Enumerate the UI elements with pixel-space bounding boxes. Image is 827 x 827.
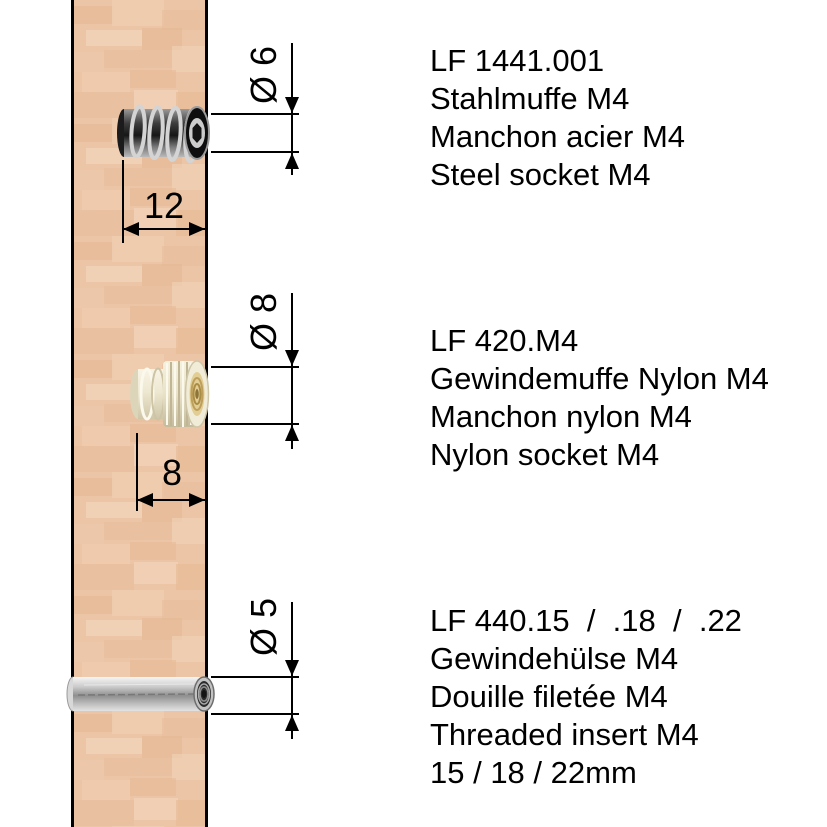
- dim-d8-extension-bottom: [211, 423, 299, 425]
- product-name-en: Threaded insert M4: [430, 717, 699, 752]
- dim-d8-line: [291, 293, 293, 449]
- dim-8-arrow-right: [189, 493, 205, 507]
- dim-12-line: [123, 228, 205, 230]
- product-name-de: Gewindemuffe Nylon M4: [430, 361, 769, 396]
- dim-d5-extension-bottom: [211, 713, 299, 715]
- dim-12-extension-left: [122, 160, 124, 243]
- dim-12-arrow-left: [123, 222, 139, 236]
- steel-socket-hex-hole: [192, 123, 202, 143]
- product-code: LF 440.15 / .18 / .22: [430, 603, 742, 638]
- product-code: LF 420.M4: [430, 323, 579, 358]
- dim-label-diameter-8: Ø 8: [243, 292, 284, 352]
- product-name-en: Nylon socket M4: [430, 437, 660, 472]
- threaded-insert-bore-center: [201, 690, 207, 698]
- dim-d8-arrow-top: [285, 350, 299, 366]
- dim-d8-arrow-bottom: [285, 425, 299, 441]
- product-name-en: Steel socket M4: [430, 157, 651, 192]
- product-name-fr: Douille filetée M4: [430, 679, 668, 714]
- dim-d5-extension-top: [211, 676, 299, 678]
- dim-d6-arrow-top: [285, 97, 299, 113]
- dim-d8-extension-top: [211, 366, 299, 368]
- nylon-socket-thread: [192, 383, 202, 405]
- product-text-steel-socket: LF 1441.001 Stahlmuffe M4 Manchon acier …: [430, 42, 685, 194]
- product-name-de: Stahlmuffe M4: [430, 81, 630, 116]
- dim-label-diameter-6: Ø 6: [243, 45, 284, 105]
- dim-8-line: [137, 499, 205, 501]
- steel-socket-illustration: [117, 104, 210, 164]
- dim-label-diameter-5: Ø 5: [243, 597, 284, 657]
- threaded-insert-illustration: [66, 676, 215, 712]
- threaded-insert-thread: [197, 683, 211, 705]
- dim-d6-extension-bottom: [211, 151, 299, 153]
- nylon-socket-thread: [190, 377, 204, 411]
- dim-d5-arrow-bottom: [285, 715, 299, 731]
- product-name-fr: Manchon nylon M4: [430, 399, 692, 434]
- dim-d6-extension-top: [211, 113, 299, 115]
- dim-label-length-12: 12: [143, 185, 185, 226]
- product-text-nylon-socket: LF 420.M4 Gewindemuffe Nylon M4 Manchon …: [430, 322, 769, 474]
- dim-d6-arrow-bottom: [285, 153, 299, 169]
- product-sizes: 15 / 18 / 22mm: [430, 755, 637, 790]
- product-code: LF 1441.001: [430, 43, 605, 78]
- product-name-de: Gewindehülse M4: [430, 641, 679, 676]
- dim-8-arrow-left: [137, 493, 153, 507]
- nylon-socket-illustration: [130, 360, 210, 428]
- product-text-threaded-insert: LF 440.15 / .18 / .22 Gewindehülse M4 Do…: [430, 602, 742, 792]
- product-name-fr: Manchon acier M4: [430, 119, 686, 154]
- threaded-insert-highlight: [83, 683, 195, 686]
- dim-label-length-8: 8: [161, 452, 183, 493]
- dim-8-extension-left: [136, 433, 138, 511]
- dim-12-arrow-right: [189, 222, 205, 236]
- nylon-socket-bore-center: [195, 389, 199, 399]
- threaded-insert-thread: [199, 686, 209, 702]
- dim-d5-arrow-top: [285, 660, 299, 676]
